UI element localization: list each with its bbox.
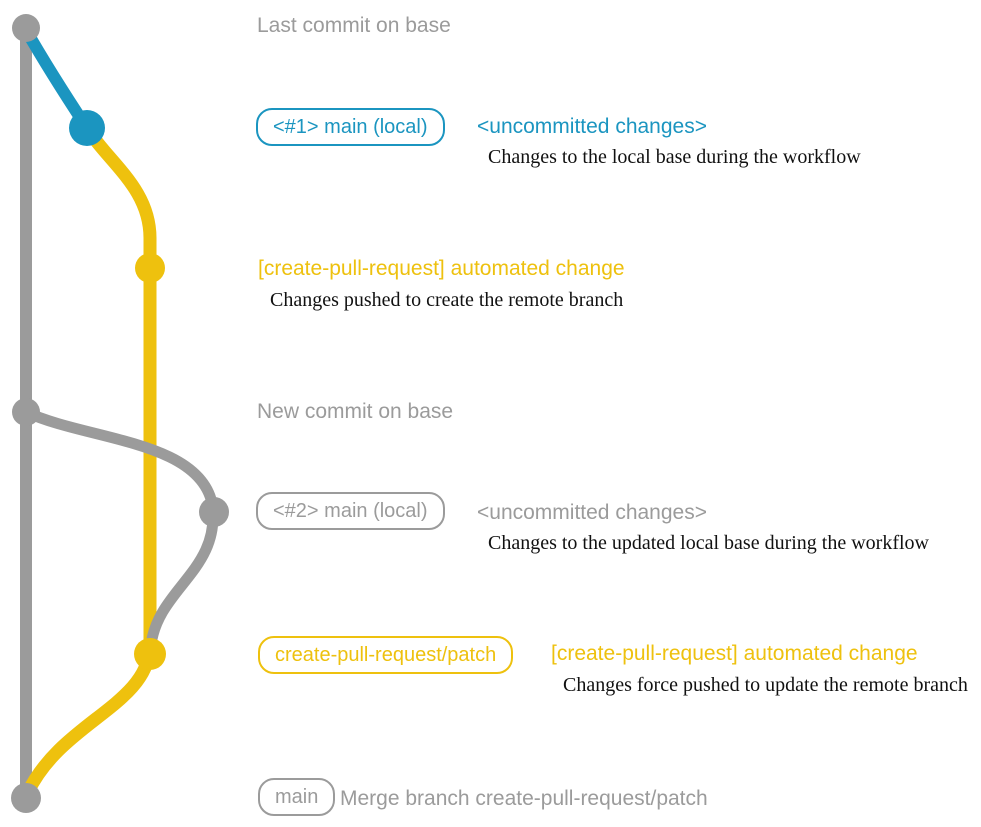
- automated-change-1-title: [create-pull-request] automated change: [258, 257, 625, 280]
- main-local-2-badge: <#2> main (local): [256, 492, 445, 530]
- commit-dot-main-local-2: [199, 497, 229, 527]
- commit-dot-main-local-1: [69, 110, 105, 146]
- commit-dot-automated-change-2: [134, 638, 166, 670]
- automated-change-1-note: Changes pushed to create the remote bran…: [270, 289, 624, 311]
- patch-branch-line: [21, 121, 157, 799]
- last-commit-caption: Last commit on base: [257, 14, 451, 37]
- uncommitted-changes-2-label: <uncommitted changes>: [477, 501, 707, 524]
- automated-change-2-note: Changes force pushed to update the remot…: [563, 674, 968, 696]
- commit-dot-merge: [11, 783, 41, 813]
- commit-dot-automated-change-1: [135, 253, 165, 283]
- patch-branch-badge: create-pull-request/patch: [258, 636, 514, 674]
- automated-change-2-title: [create-pull-request] automated change: [551, 642, 918, 665]
- commit-dot-last-base: [12, 14, 40, 42]
- commit-dot-new-base: [12, 398, 40, 426]
- main-local-2-note: Changes to the updated local base during…: [488, 532, 929, 554]
- updated-main-branch-line: [20, 406, 219, 651]
- main-local-1-note: Changes to the local base during the wor…: [488, 146, 861, 168]
- new-commit-caption: New commit on base: [257, 400, 454, 423]
- main-local-1-badge: <#1> main (local): [256, 108, 445, 146]
- uncommitted-changes-1-label: <uncommitted changes>: [477, 115, 707, 138]
- merge-commit-caption: Merge branch create-pull-request/patch: [340, 787, 708, 810]
- main-badge: main: [258, 778, 336, 816]
